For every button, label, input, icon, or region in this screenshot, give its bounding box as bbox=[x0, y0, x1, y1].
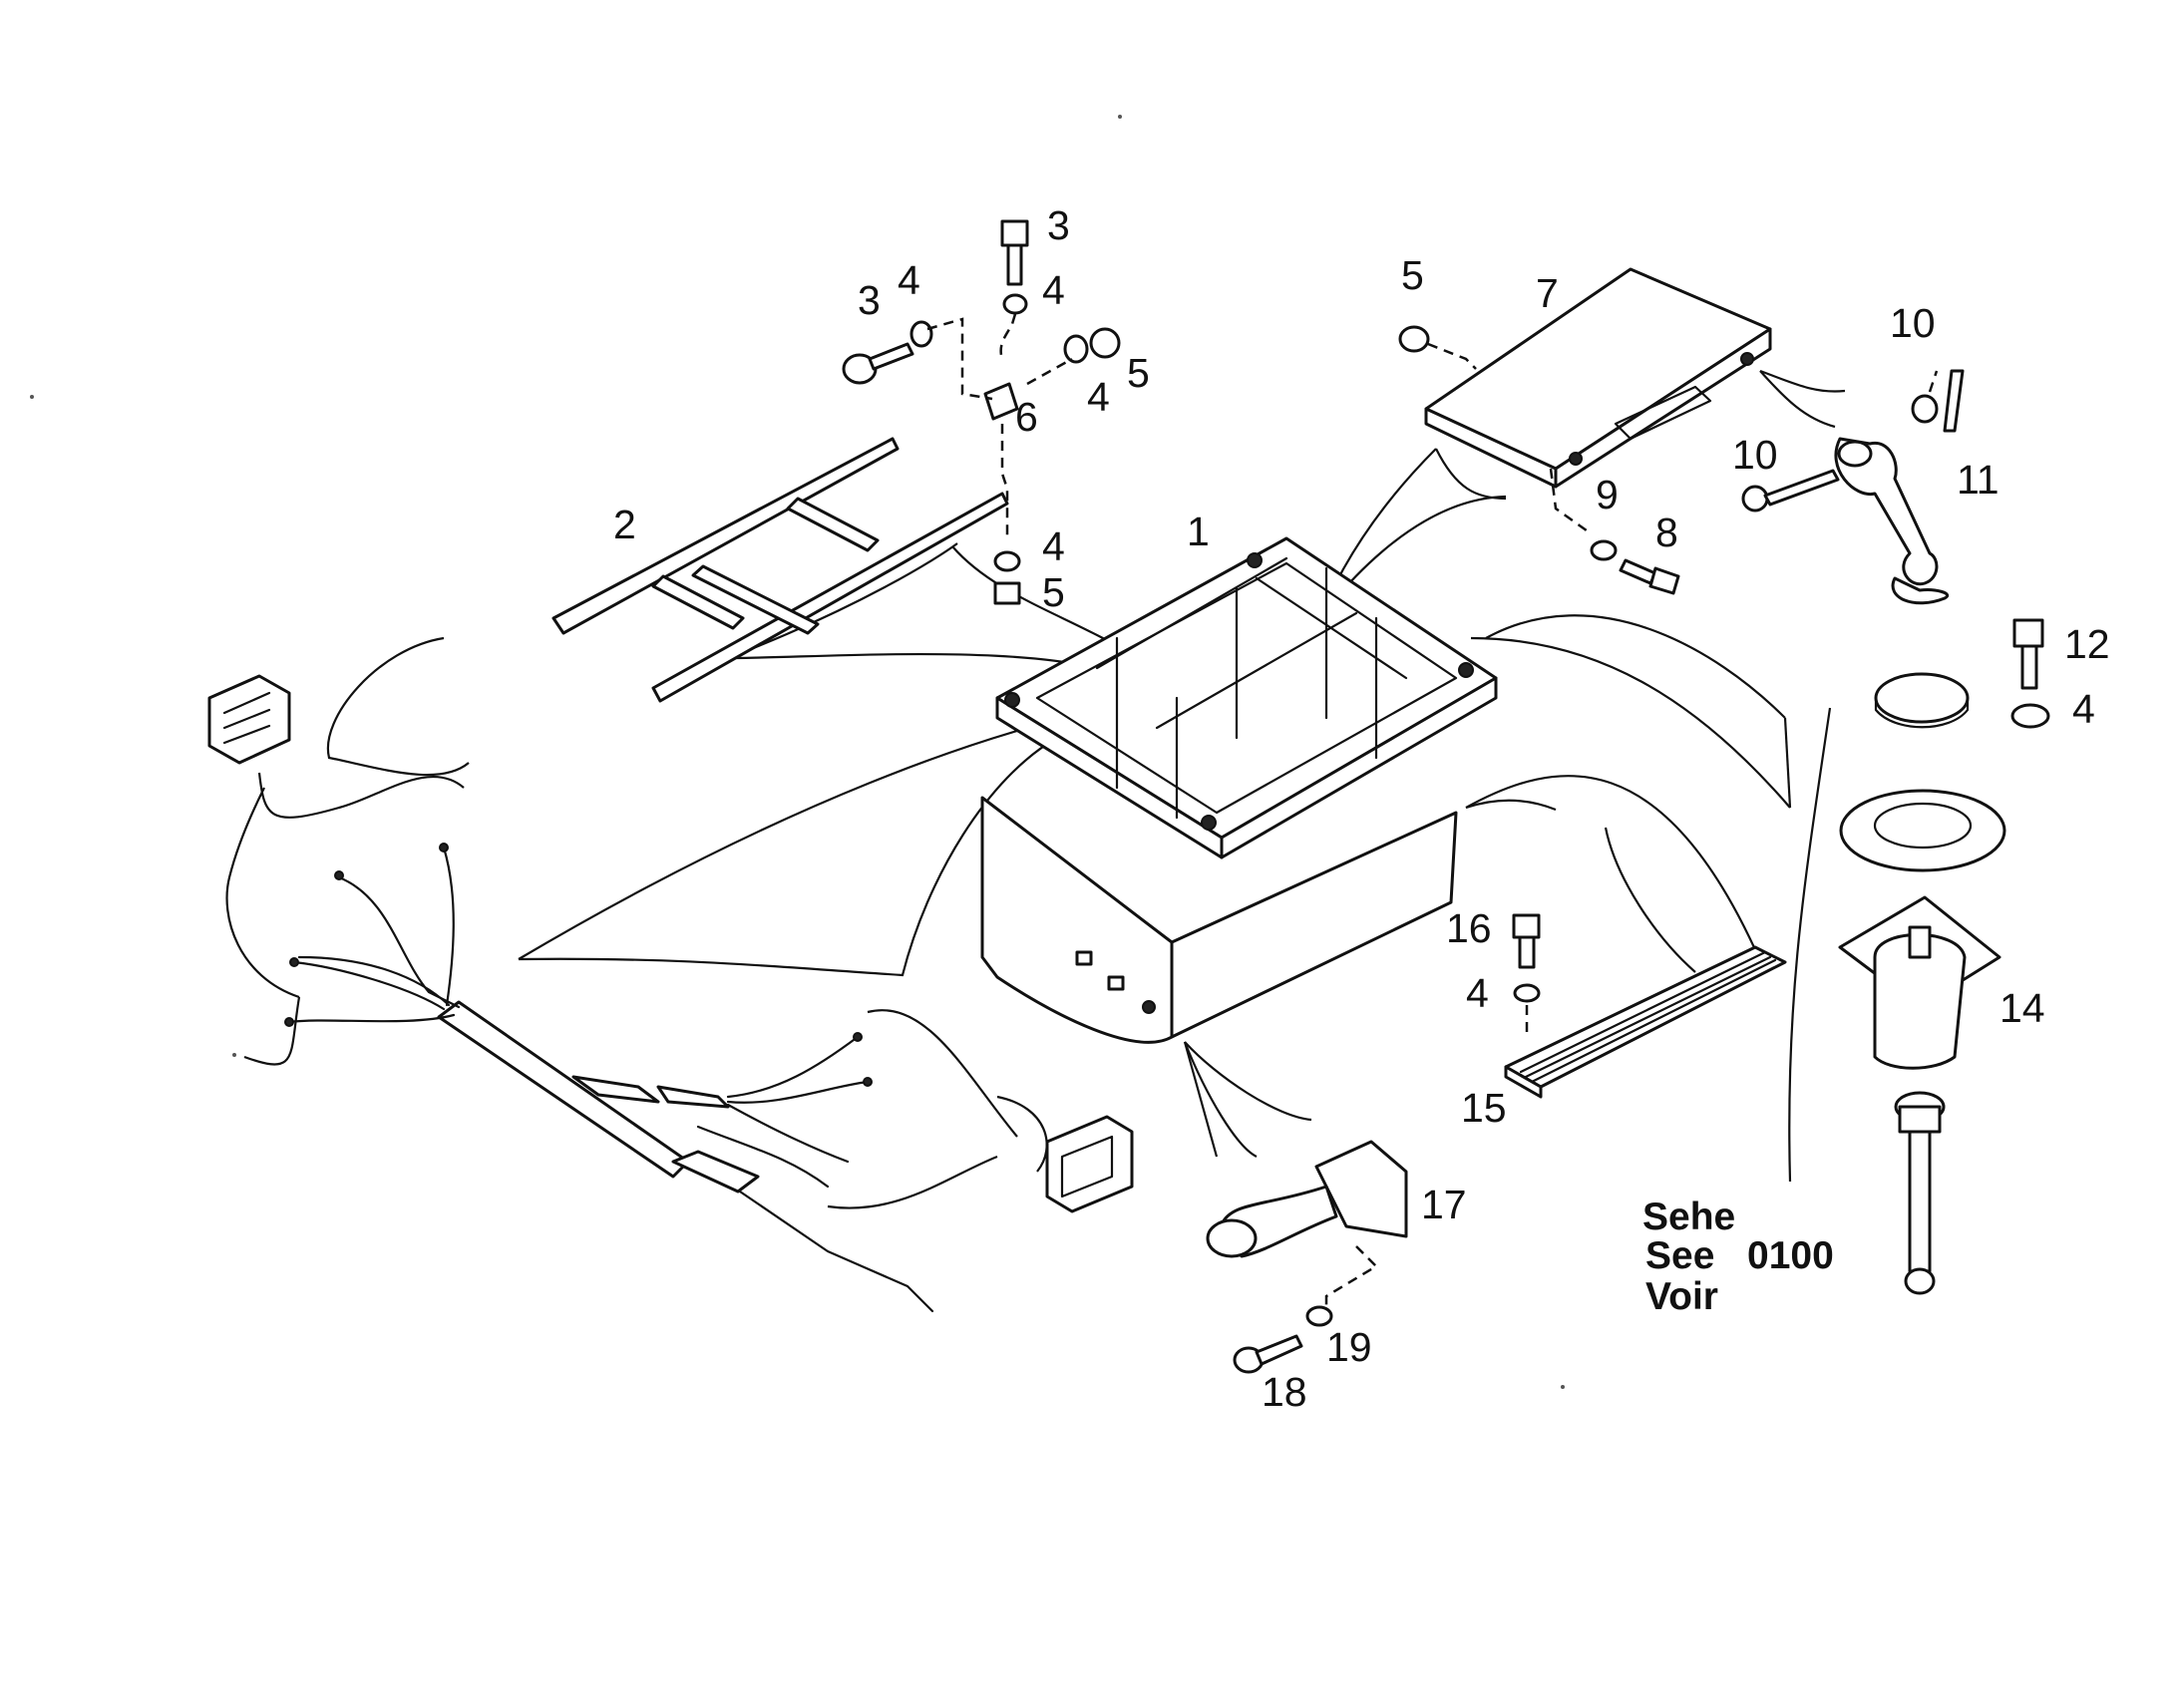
callout-9: 9 bbox=[1596, 472, 1619, 517]
callout-5-lower: 5 bbox=[1042, 569, 1065, 615]
callout-3-top: 3 bbox=[1047, 202, 1070, 248]
callout-4-lower: 4 bbox=[1042, 523, 1065, 569]
lid-hardware bbox=[1398, 325, 1965, 595]
callout-4-left: 4 bbox=[898, 257, 920, 303]
callout-19: 19 bbox=[1326, 1324, 1372, 1370]
callout-7: 7 bbox=[1536, 270, 1559, 316]
bolt-16 bbox=[1512, 913, 1541, 1037]
callout-2: 2 bbox=[613, 502, 636, 547]
reference-sehe: Sehe bbox=[1642, 1196, 1735, 1238]
callout-6: 6 bbox=[1015, 394, 1038, 440]
callout-1: 1 bbox=[1187, 509, 1210, 554]
callout-4-right: 4 bbox=[2072, 686, 2095, 732]
callout-14: 14 bbox=[1999, 985, 2045, 1031]
callout-12: 12 bbox=[2064, 621, 2110, 667]
rubber-mount-stack bbox=[1838, 672, 2006, 1295]
main-housing-box bbox=[980, 536, 1498, 1044]
print-specks bbox=[30, 115, 1565, 1389]
callout-8: 8 bbox=[1655, 510, 1678, 555]
lid-cover bbox=[1424, 267, 1772, 489]
lever-handle bbox=[1834, 437, 1949, 605]
frame-rails bbox=[551, 437, 1009, 703]
bracket-hardware bbox=[842, 219, 1121, 605]
reference-see: See bbox=[1645, 1234, 1714, 1277]
reference-number: 0100 bbox=[1747, 1234, 1834, 1277]
callout-18: 18 bbox=[1262, 1369, 1307, 1415]
step-plate bbox=[1504, 945, 1787, 1099]
cross-reference-note: Sehe See 0100 Voir bbox=[1642, 1196, 1834, 1318]
callout-4-step: 4 bbox=[1466, 970, 1489, 1016]
callout-5-lid: 5 bbox=[1401, 252, 1424, 298]
callout-16: 16 bbox=[1446, 905, 1492, 951]
callout-4-mid: 4 bbox=[1087, 374, 1110, 420]
callout-4-top: 4 bbox=[1042, 267, 1065, 313]
wiring-harness bbox=[207, 674, 1134, 1313]
callout-11: 11 bbox=[1957, 457, 1999, 503]
callout-5-right: 5 bbox=[1127, 350, 1150, 396]
callout-3-left: 3 bbox=[858, 277, 881, 323]
callout-17: 17 bbox=[1421, 1182, 1467, 1227]
callout-10-left: 10 bbox=[1732, 432, 1778, 478]
callout-15: 15 bbox=[1461, 1085, 1507, 1131]
bolt-12 bbox=[2010, 618, 2050, 729]
horn bbox=[1206, 1140, 1408, 1316]
callout-10-top: 10 bbox=[1890, 300, 1936, 346]
bolt-18 bbox=[1233, 1305, 1333, 1374]
callout-labels: 1 2 3 3 4 4 4 4 4 4 5 5 5 6 7 8 9 10 10 … bbox=[613, 202, 2110, 1415]
reference-voir: Voir bbox=[1645, 1275, 1718, 1318]
